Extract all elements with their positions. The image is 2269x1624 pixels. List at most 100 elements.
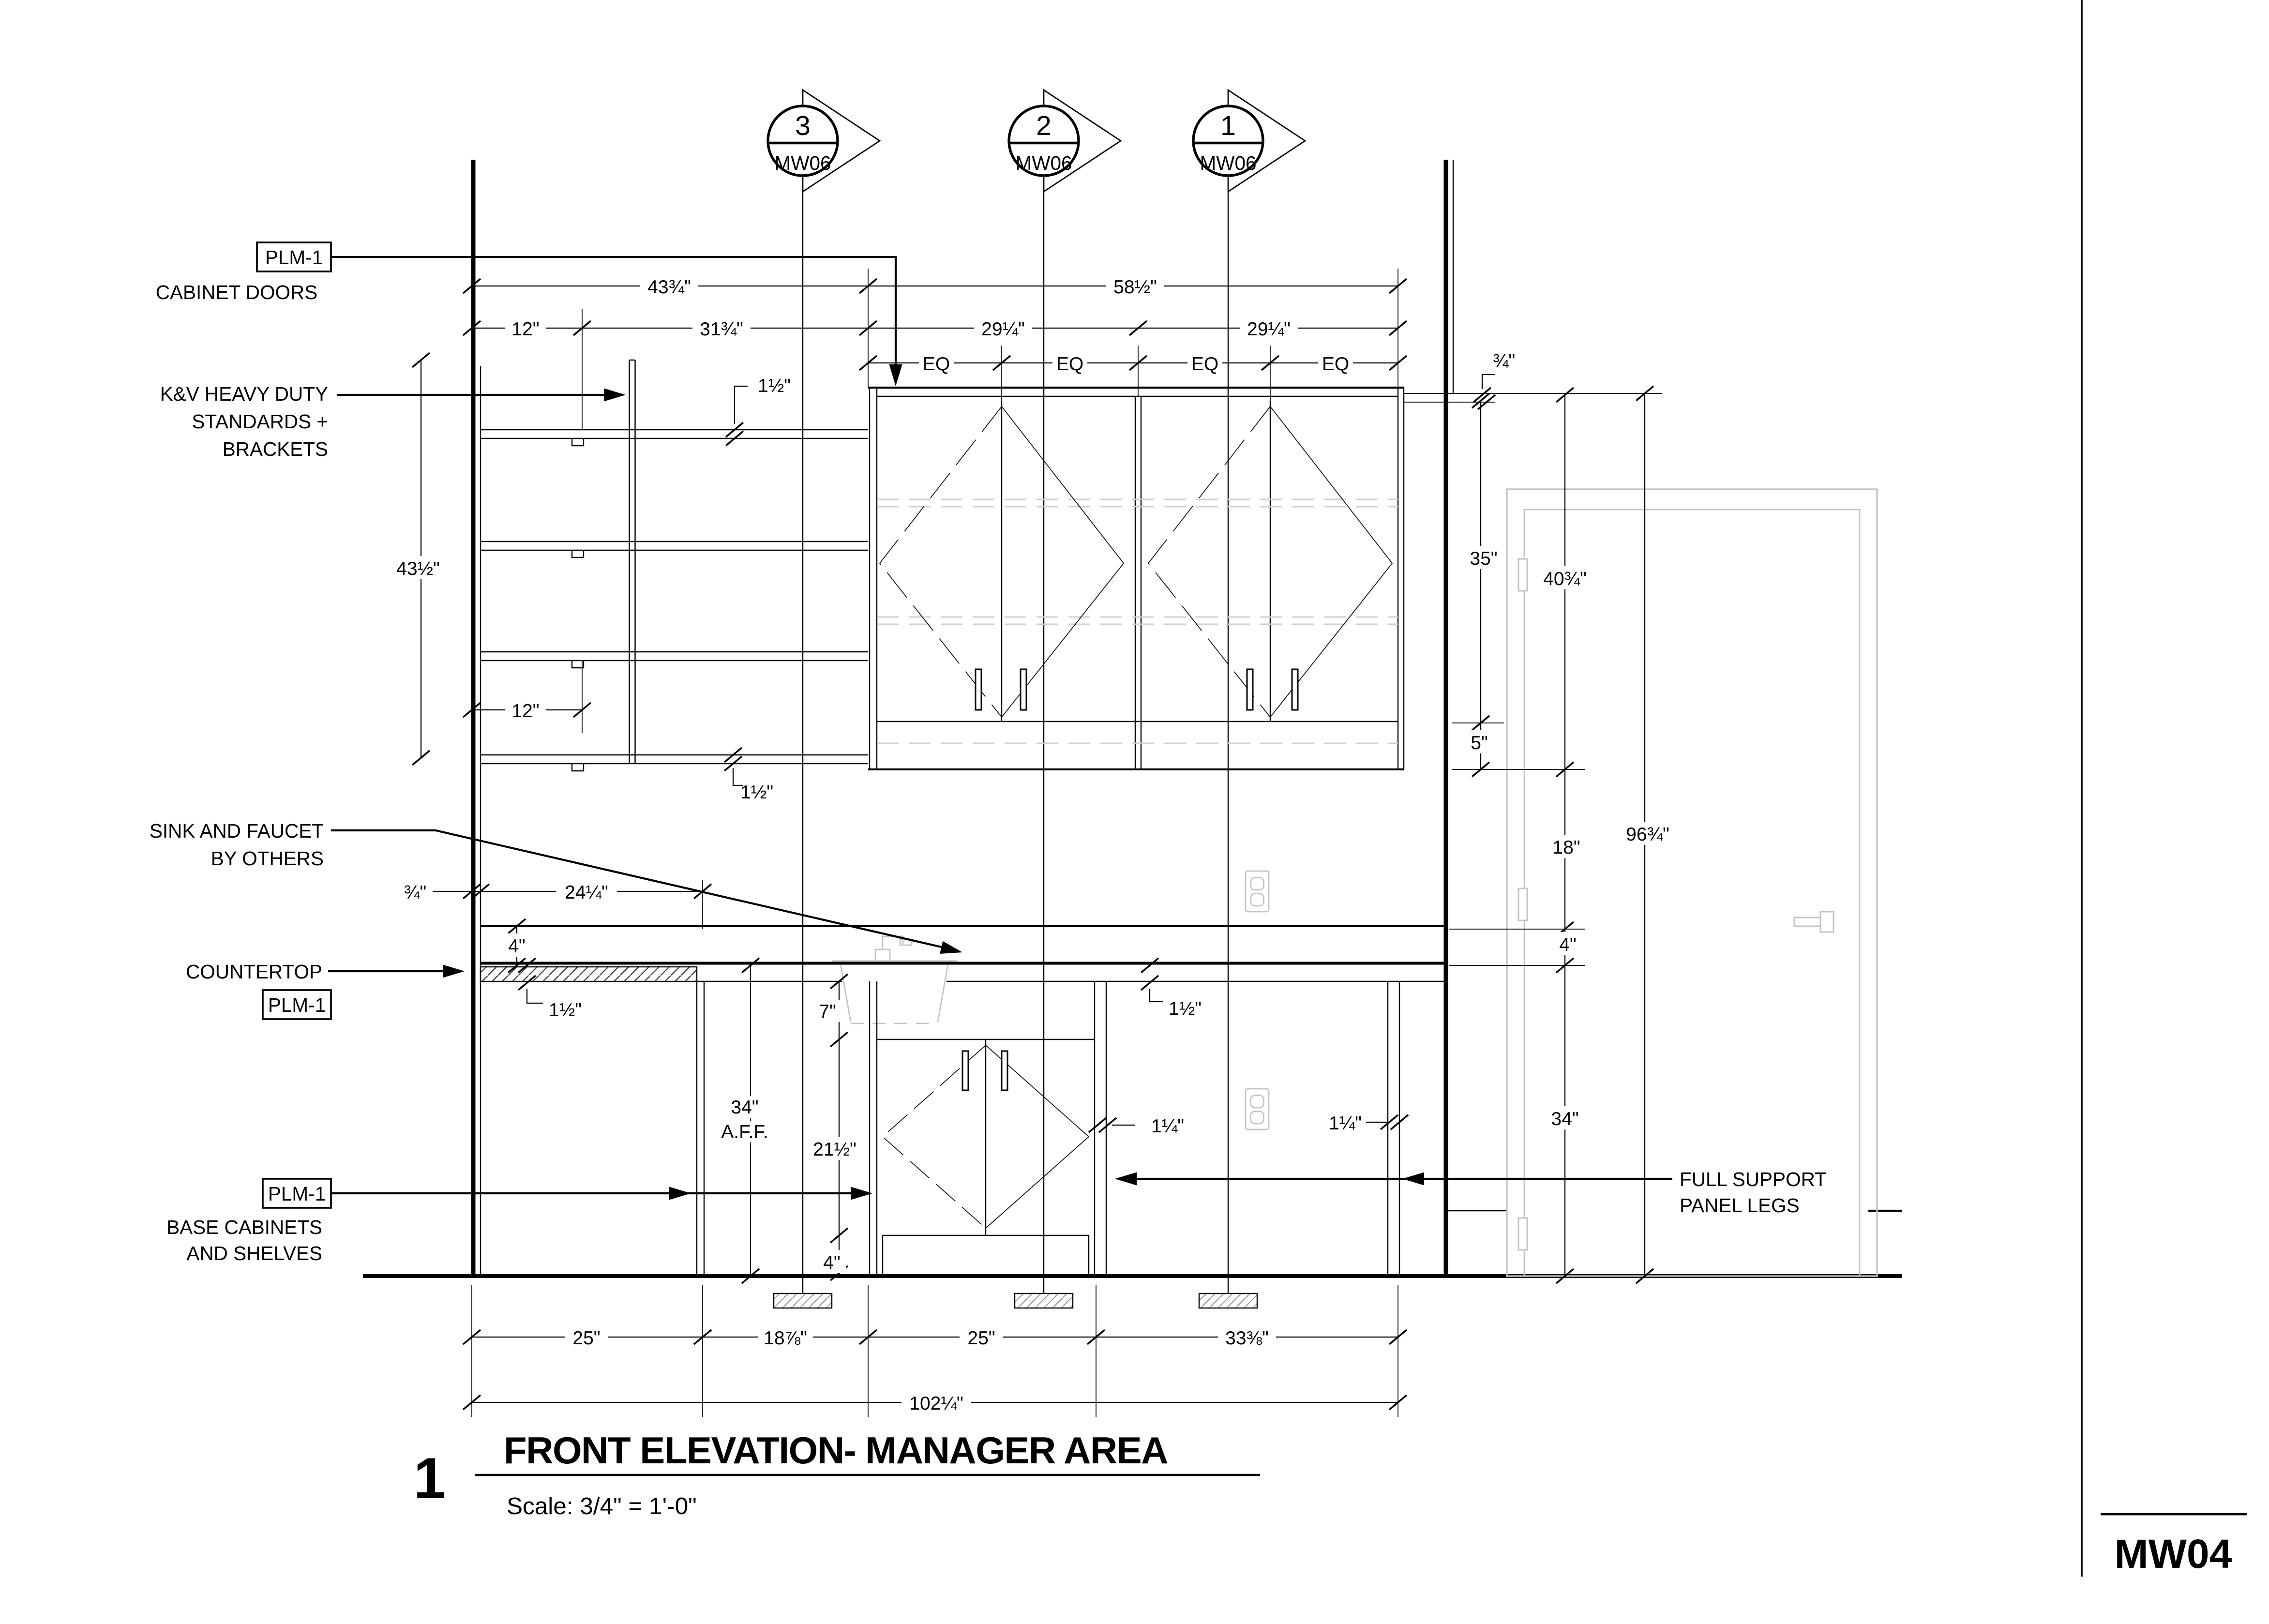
drawing-title-block: 1 FRONT ELEVATION- MANAGER AREA Scale: 3… <box>414 1429 1260 1519</box>
dimension-text-backers <box>389 274 1680 1414</box>
note-plm1-cabinet-doors: PLM-1 CABINET DOORS <box>156 241 902 386</box>
dim-eq: EQ <box>1056 354 1083 375</box>
sink-side <box>937 963 949 1023</box>
door-hinge-icon <box>1518 887 1528 921</box>
dim-shelf-width: 31¾" <box>700 319 743 340</box>
upper-shelving-unit <box>481 359 868 772</box>
walls-and-floor <box>363 160 1902 1278</box>
callout-detail-number: 3 <box>795 110 811 141</box>
dim-shelf-depth-top: 12" <box>511 319 539 340</box>
door-frame <box>1506 488 1878 1277</box>
shelf <box>481 754 868 772</box>
detail-callouts: 3 MW06 2 MW06 1 MW06 <box>766 89 1307 193</box>
dim-eq: EQ <box>923 354 950 375</box>
dim-upper-height: 35" <box>1470 548 1497 569</box>
note-text: SINK AND FAUCET <box>150 820 324 842</box>
note-sink-faucet: SINK AND FAUCET BY OTHERS <box>150 820 964 959</box>
note-text: FULL SUPPORT <box>1680 1168 1827 1190</box>
outlet-icon <box>1245 870 1270 913</box>
callout-sheet-number: MW06 <box>1200 152 1256 174</box>
note-text: K&V HEAVY DUTY <box>160 383 328 405</box>
door-swing-icon <box>879 406 1002 718</box>
note-text: AND SHELVES <box>186 1242 322 1264</box>
callout-sheet-number: MW06 <box>774 152 831 174</box>
door-pull-icon <box>1020 668 1027 711</box>
note-text: CABINET DOORS <box>156 281 318 303</box>
drawing-number: 1 <box>414 1446 446 1511</box>
dim-door-height: 21½" <box>813 1139 857 1160</box>
dim-shelf-thk-bottom: 1½" <box>740 782 773 803</box>
dim-shelf-unit-height: 43½" <box>396 558 440 579</box>
note-text: BY OTHERS <box>211 847 324 870</box>
dimension-texts: 43¾" 58½" 12" 31¾" 29¼" 29¼" EQ EQ EQ EQ… <box>396 277 1669 1414</box>
note-panel-legs: FULL SUPPORT PANEL LEGS <box>1115 1168 1827 1217</box>
dim-overall-width: 102¼" <box>909 1393 963 1414</box>
dim-panel-thk-left: 1¼" <box>1151 1116 1184 1137</box>
shelf <box>481 651 868 669</box>
dim-counter-height: 34" <box>731 1097 758 1118</box>
sheet-number: MW04 <box>2115 1531 2232 1577</box>
dim-upper-cab-left: 29¼" <box>981 319 1025 340</box>
door-hinge-icon <box>1518 558 1528 592</box>
dim-shelf-depth-bottom: 12" <box>511 701 539 722</box>
dim-overall-height: 96¾" <box>1626 824 1669 845</box>
dim-splash-height-right: 18" <box>1552 837 1580 858</box>
dim-eq: EQ <box>1322 354 1349 375</box>
dim-backsplash-right: 4" <box>1559 934 1577 955</box>
faucet-base-icon <box>874 948 891 962</box>
dim-top-right-total: 58½" <box>1113 277 1157 298</box>
note-countertop: COUNTERTOP PLM-1 <box>186 961 465 1020</box>
shelf <box>481 541 868 558</box>
dim-wall-panel: ¾" <box>404 882 426 903</box>
door-hinge-icon <box>1518 1217 1528 1251</box>
drawing-title: FRONT ELEVATION- MANAGER AREA <box>504 1429 1168 1472</box>
countertop <box>480 925 1446 982</box>
dim-counter-depth: 24¼" <box>565 882 608 903</box>
callout-sheet-number: MW06 <box>1015 152 1072 174</box>
upper-cabinets <box>868 386 1405 770</box>
door-pull-icon <box>1291 668 1299 711</box>
door-pull-icon <box>962 1050 969 1091</box>
base-cabinets <box>696 981 1400 1276</box>
dim-counter-height-ref: A.F.F. <box>721 1122 768 1143</box>
annotations: PLM-1 CABINET DOORS K&V HEAVY DUTY STAND… <box>150 241 1827 1264</box>
dim-eq: EQ <box>1191 354 1218 375</box>
keynote-tag: PLM-1 <box>268 994 326 1016</box>
note-text: STANDARDS + <box>192 410 328 433</box>
dim-shelf-thk-top: 1½" <box>758 376 791 396</box>
note-kv-standards: K&V HEAVY DUTY STANDARDS + BRACKETS <box>160 383 626 460</box>
callout-bubble: 1 MW06 <box>1192 89 1307 193</box>
callout-bubble: 3 MW06 <box>766 89 881 193</box>
door-swing-icon <box>1147 406 1271 718</box>
door-swing-icon <box>1270 406 1393 718</box>
door-pull-icon <box>975 668 982 711</box>
note-text: COUNTERTOP <box>186 961 322 983</box>
drawing-scale: Scale: 3/4" = 1'-0" <box>507 1493 697 1519</box>
door-pull-icon <box>1001 1050 1008 1091</box>
dim-base-seg3: 25" <box>967 1328 995 1349</box>
dim-sink-depth: 7" <box>819 1001 836 1022</box>
countertop-section-hatch <box>480 966 698 982</box>
keynote-tag-box <box>256 241 332 272</box>
dim-base-height-right: 34" <box>1551 1109 1578 1129</box>
door-swing-icon <box>985 1045 1090 1229</box>
callout-detail-number: 2 <box>1036 110 1052 141</box>
door-lever-plate-icon <box>1819 911 1834 933</box>
keynote-tag: PLM-1 <box>268 1183 326 1205</box>
door-pull-icon <box>1246 668 1254 711</box>
sink-side <box>840 963 852 1023</box>
note-text: BRACKETS <box>223 438 328 460</box>
electrical-outlets <box>1245 870 1270 1130</box>
dim-valance: 5" <box>1471 733 1488 753</box>
dim-panel-thk-right: 1¼" <box>1329 1113 1362 1134</box>
dim-base-seg1: 25" <box>572 1328 600 1349</box>
outlet-icon <box>1245 1088 1270 1130</box>
dim-top-panel: ¾" <box>1493 351 1515 372</box>
dim-top-left-total: 43¾" <box>647 277 691 298</box>
dim-backsplash-left: 4" <box>508 936 526 957</box>
keynote-tag-box <box>262 989 332 1020</box>
sink-and-faucet <box>832 935 957 1024</box>
